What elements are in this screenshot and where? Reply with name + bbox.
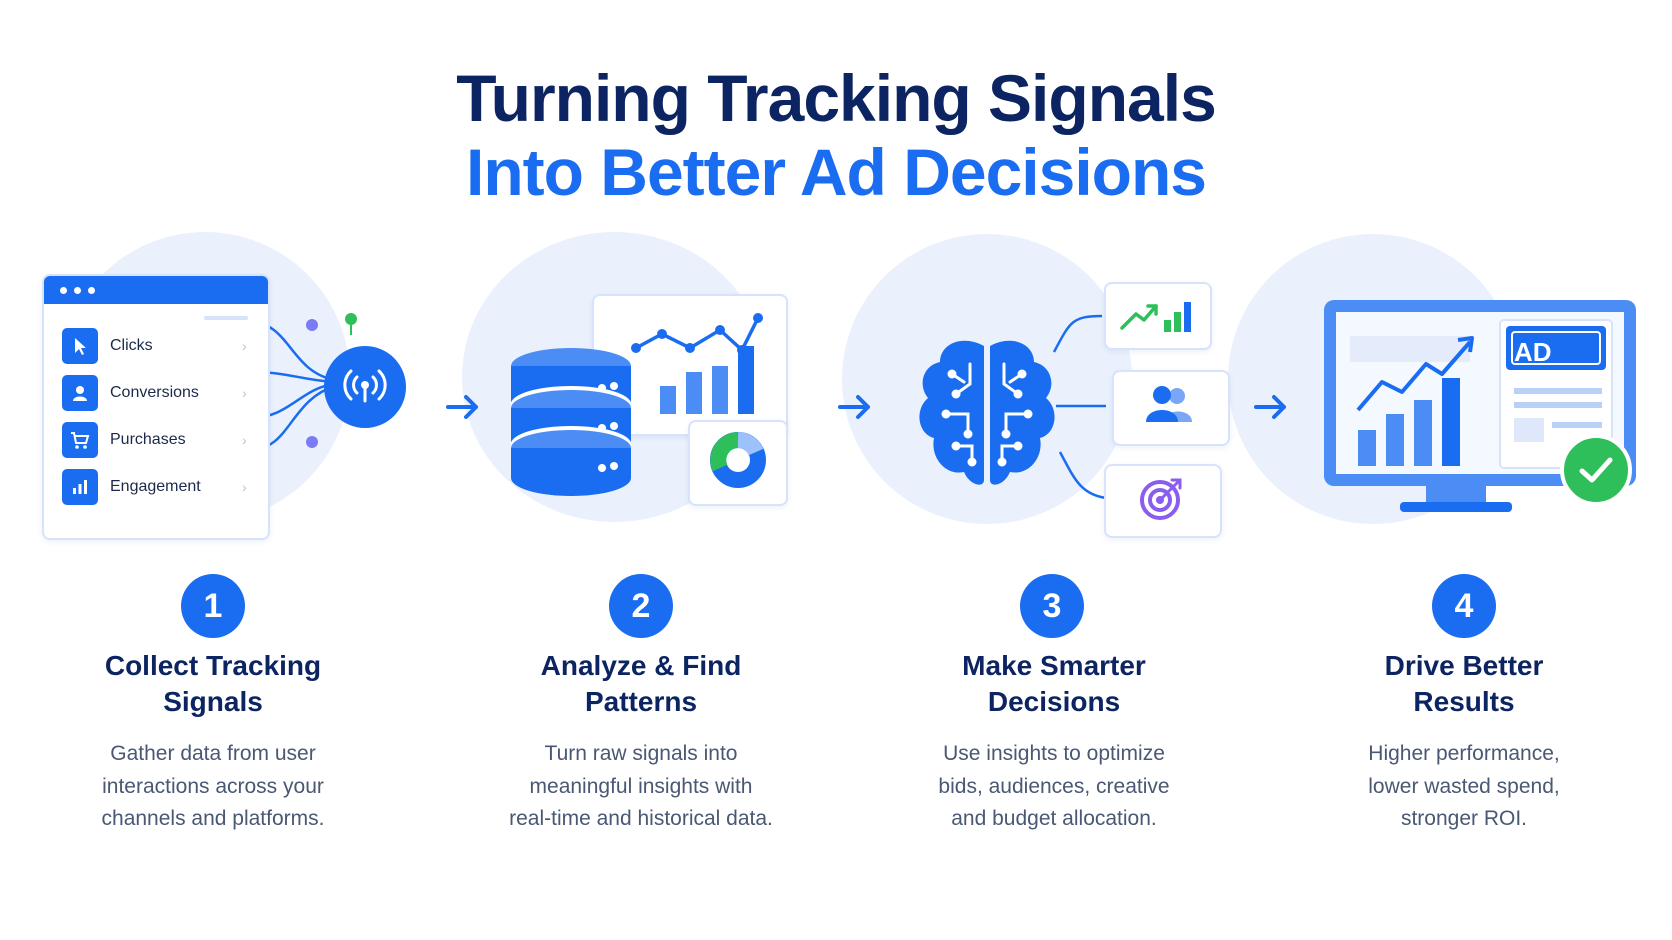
signal-dot-green-stem xyxy=(350,325,352,335)
description-line: real-time and historical data. xyxy=(509,807,773,830)
chevron-right-icon: › xyxy=(242,338,247,354)
window-dot xyxy=(74,286,81,294)
signal-row-engagement: Engagement › xyxy=(62,469,252,505)
step-description-2: Turn raw signals into meaningful insight… xyxy=(471,738,811,836)
step-title-line: Make Smarter xyxy=(962,650,1146,681)
page-title-line1: Turning Tracking Signals xyxy=(456,61,1217,135)
description-line: bids, audiences, creative xyxy=(938,774,1170,798)
trend-line-chart-icon xyxy=(631,313,763,414)
step-title-line: Decisions xyxy=(987,686,1121,717)
step-title-line: Signals xyxy=(163,686,263,717)
target-icon xyxy=(1140,478,1182,520)
checkmark-badge xyxy=(1560,434,1632,506)
arrow-right-icon xyxy=(446,395,478,419)
signal-label: Engagement xyxy=(110,478,201,495)
step-title-line: Collect Tracking xyxy=(104,650,322,681)
step-title-line: Drive Better xyxy=(1384,650,1544,681)
step3-background-circle xyxy=(842,234,1132,524)
arrow-right-icon xyxy=(838,395,870,419)
donut-chart-panel xyxy=(688,420,788,506)
step-number-2: 2 xyxy=(609,574,673,638)
database-icon xyxy=(511,348,631,496)
chevron-right-icon: › xyxy=(242,479,247,495)
decision-connector-lines xyxy=(1052,314,1107,500)
step-number-3: 3 xyxy=(1020,574,1084,638)
signal-label: Conversions xyxy=(110,384,199,401)
bar-chart-icon xyxy=(62,469,98,505)
step-title-3: Make Smarter Decisions xyxy=(884,648,1224,720)
signal-dot-green xyxy=(345,313,357,325)
step-description-1: Gather data from user interactions acros… xyxy=(43,738,383,836)
cart-icon xyxy=(62,422,98,458)
brain-icon xyxy=(919,340,1055,485)
ad-badge-label: AD xyxy=(1514,337,1552,367)
description-line: Higher performance, xyxy=(1368,742,1560,765)
signal-dot-purple-2 xyxy=(306,436,318,448)
description-line: channels and platforms. xyxy=(101,807,325,830)
page-title-line2: Into Better Ad Decisions xyxy=(466,135,1207,209)
browser-placeholder-line xyxy=(204,316,248,320)
check-icon xyxy=(1579,457,1613,483)
broadcast-hub xyxy=(324,346,406,428)
step-number-1: 1 xyxy=(181,574,245,638)
signal-row-clicks: Clicks › xyxy=(62,328,252,364)
step-description-4: Higher performance, lower wasted spend, … xyxy=(1294,738,1634,836)
step-title-2: Analyze & Find Patterns xyxy=(471,648,811,720)
arrow-right-icon xyxy=(1254,395,1286,419)
cursor-icon xyxy=(62,328,98,364)
window-dot xyxy=(88,286,95,294)
description-line: Gather data from user xyxy=(110,742,316,765)
step-number-4: 4 xyxy=(1432,574,1496,638)
window-dot xyxy=(60,286,67,294)
description-line: interactions across your xyxy=(102,774,324,798)
signal-label: Purchases xyxy=(110,431,186,448)
step-description-3: Use insights to optimize bids, audiences… xyxy=(884,738,1224,836)
description-line: stronger ROI. xyxy=(1400,807,1528,830)
step-title-1: Collect Tracking Signals xyxy=(43,648,383,720)
description-line: lower wasted spend, xyxy=(1368,774,1560,798)
tracking-browser-window: Clicks › Conversions › Purchases › Engag… xyxy=(42,274,270,540)
donut-chart-icon xyxy=(710,432,766,488)
description-line: meaningful insights with xyxy=(529,774,753,798)
chevron-right-icon: › xyxy=(242,432,247,448)
bids-panel xyxy=(1104,282,1212,350)
step-title-line: Results xyxy=(1413,686,1515,717)
audiences-panel xyxy=(1112,370,1230,446)
signal-dot-purple xyxy=(306,319,318,331)
description-line: and budget allocation. xyxy=(951,807,1157,830)
browser-title-bar xyxy=(44,276,268,304)
growth-chart-icon xyxy=(1120,302,1191,332)
step-title-4: Drive Better Results xyxy=(1294,648,1634,720)
signal-label: Clicks xyxy=(110,337,153,354)
broadcast-icon xyxy=(343,369,387,403)
chevron-right-icon: › xyxy=(242,385,247,401)
signal-row-purchases: Purchases › xyxy=(62,422,252,458)
users-icon xyxy=(1146,386,1192,422)
step-title-line: Patterns xyxy=(584,686,698,717)
description-line: Use insights to optimize xyxy=(943,742,1165,765)
step-title-line: Analyze & Find xyxy=(540,650,742,681)
description-line: Turn raw signals into xyxy=(544,742,738,765)
signal-row-conversions: Conversions › xyxy=(62,375,252,411)
user-icon xyxy=(62,375,98,411)
